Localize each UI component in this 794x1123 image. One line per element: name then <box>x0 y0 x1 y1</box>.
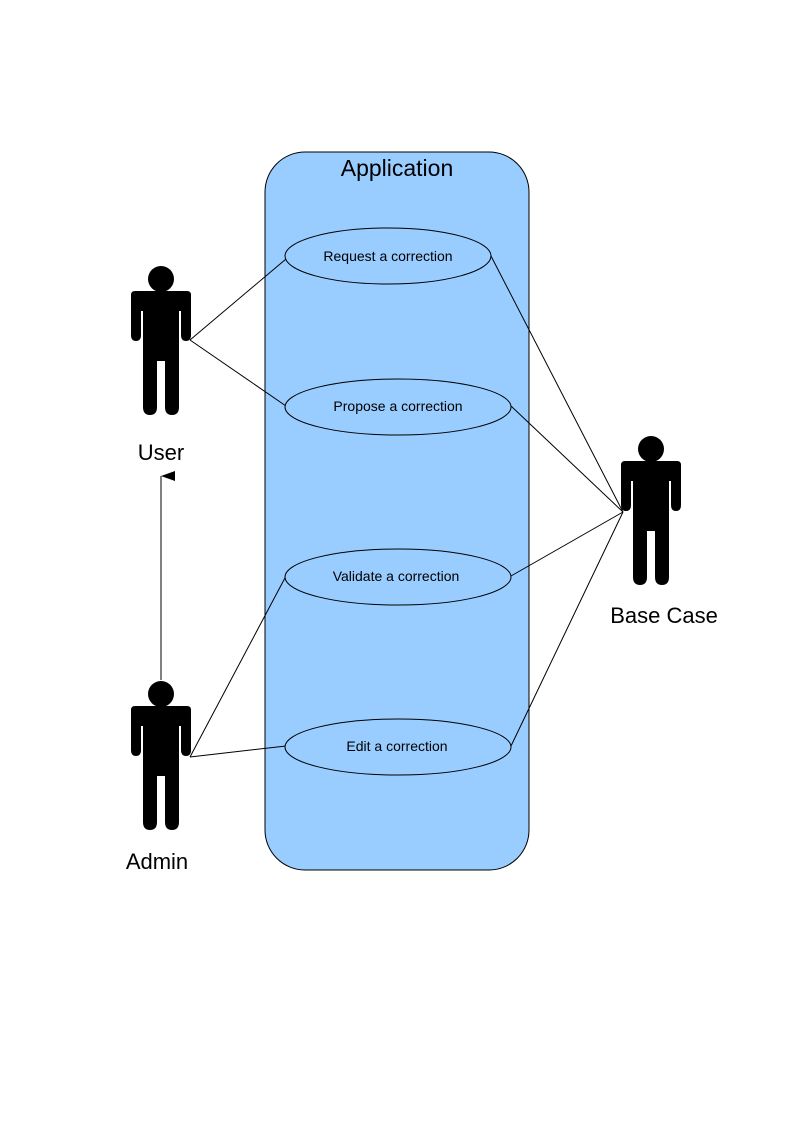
actor-label-user: User <box>138 440 184 465</box>
use-case-ellipse[interactable] <box>284 227 492 285</box>
use-case-validate[interactable]: Validate a correction <box>284 548 512 606</box>
assoc-basecase-propose <box>510 405 624 513</box>
assoc-admin-edit <box>189 745 287 758</box>
system-title: Application <box>341 155 454 181</box>
use-case-propose[interactable]: Propose a correction <box>284 378 512 436</box>
assoc-basecase-request <box>490 255 624 513</box>
person-icon <box>621 436 681 585</box>
assoc-user-propose <box>189 339 287 407</box>
use-case-ellipse[interactable] <box>284 548 512 606</box>
system-boundary: Application <box>264 151 530 871</box>
actor-base-case[interactable]: Base Case <box>610 436 718 628</box>
use-case-ellipse[interactable] <box>284 378 512 436</box>
use-case-edit[interactable]: Edit a correction <box>284 718 512 776</box>
actor-admin[interactable]: Admin <box>126 681 191 874</box>
actor-user[interactable]: User <box>131 266 191 465</box>
use-case-label: Propose a correction <box>333 398 462 414</box>
use-case-request[interactable]: Request a correction <box>284 227 492 285</box>
person-icon <box>131 266 191 415</box>
assoc-basecase-edit <box>510 511 624 747</box>
actor-label-base-case: Base Case <box>610 603 718 628</box>
system-box <box>264 151 530 871</box>
associations <box>189 255 624 758</box>
assoc-user-request <box>189 258 287 341</box>
use-case-label: Validate a correction <box>333 568 460 584</box>
assoc-basecase-validate <box>510 511 624 577</box>
use-case-ellipse[interactable] <box>284 718 512 776</box>
actor-label-admin: Admin <box>126 849 188 874</box>
assoc-admin-validate <box>189 575 287 758</box>
use-case-label: Request a correction <box>323 248 452 264</box>
person-icon <box>131 681 191 830</box>
use-case-label: Edit a correction <box>346 738 447 754</box>
